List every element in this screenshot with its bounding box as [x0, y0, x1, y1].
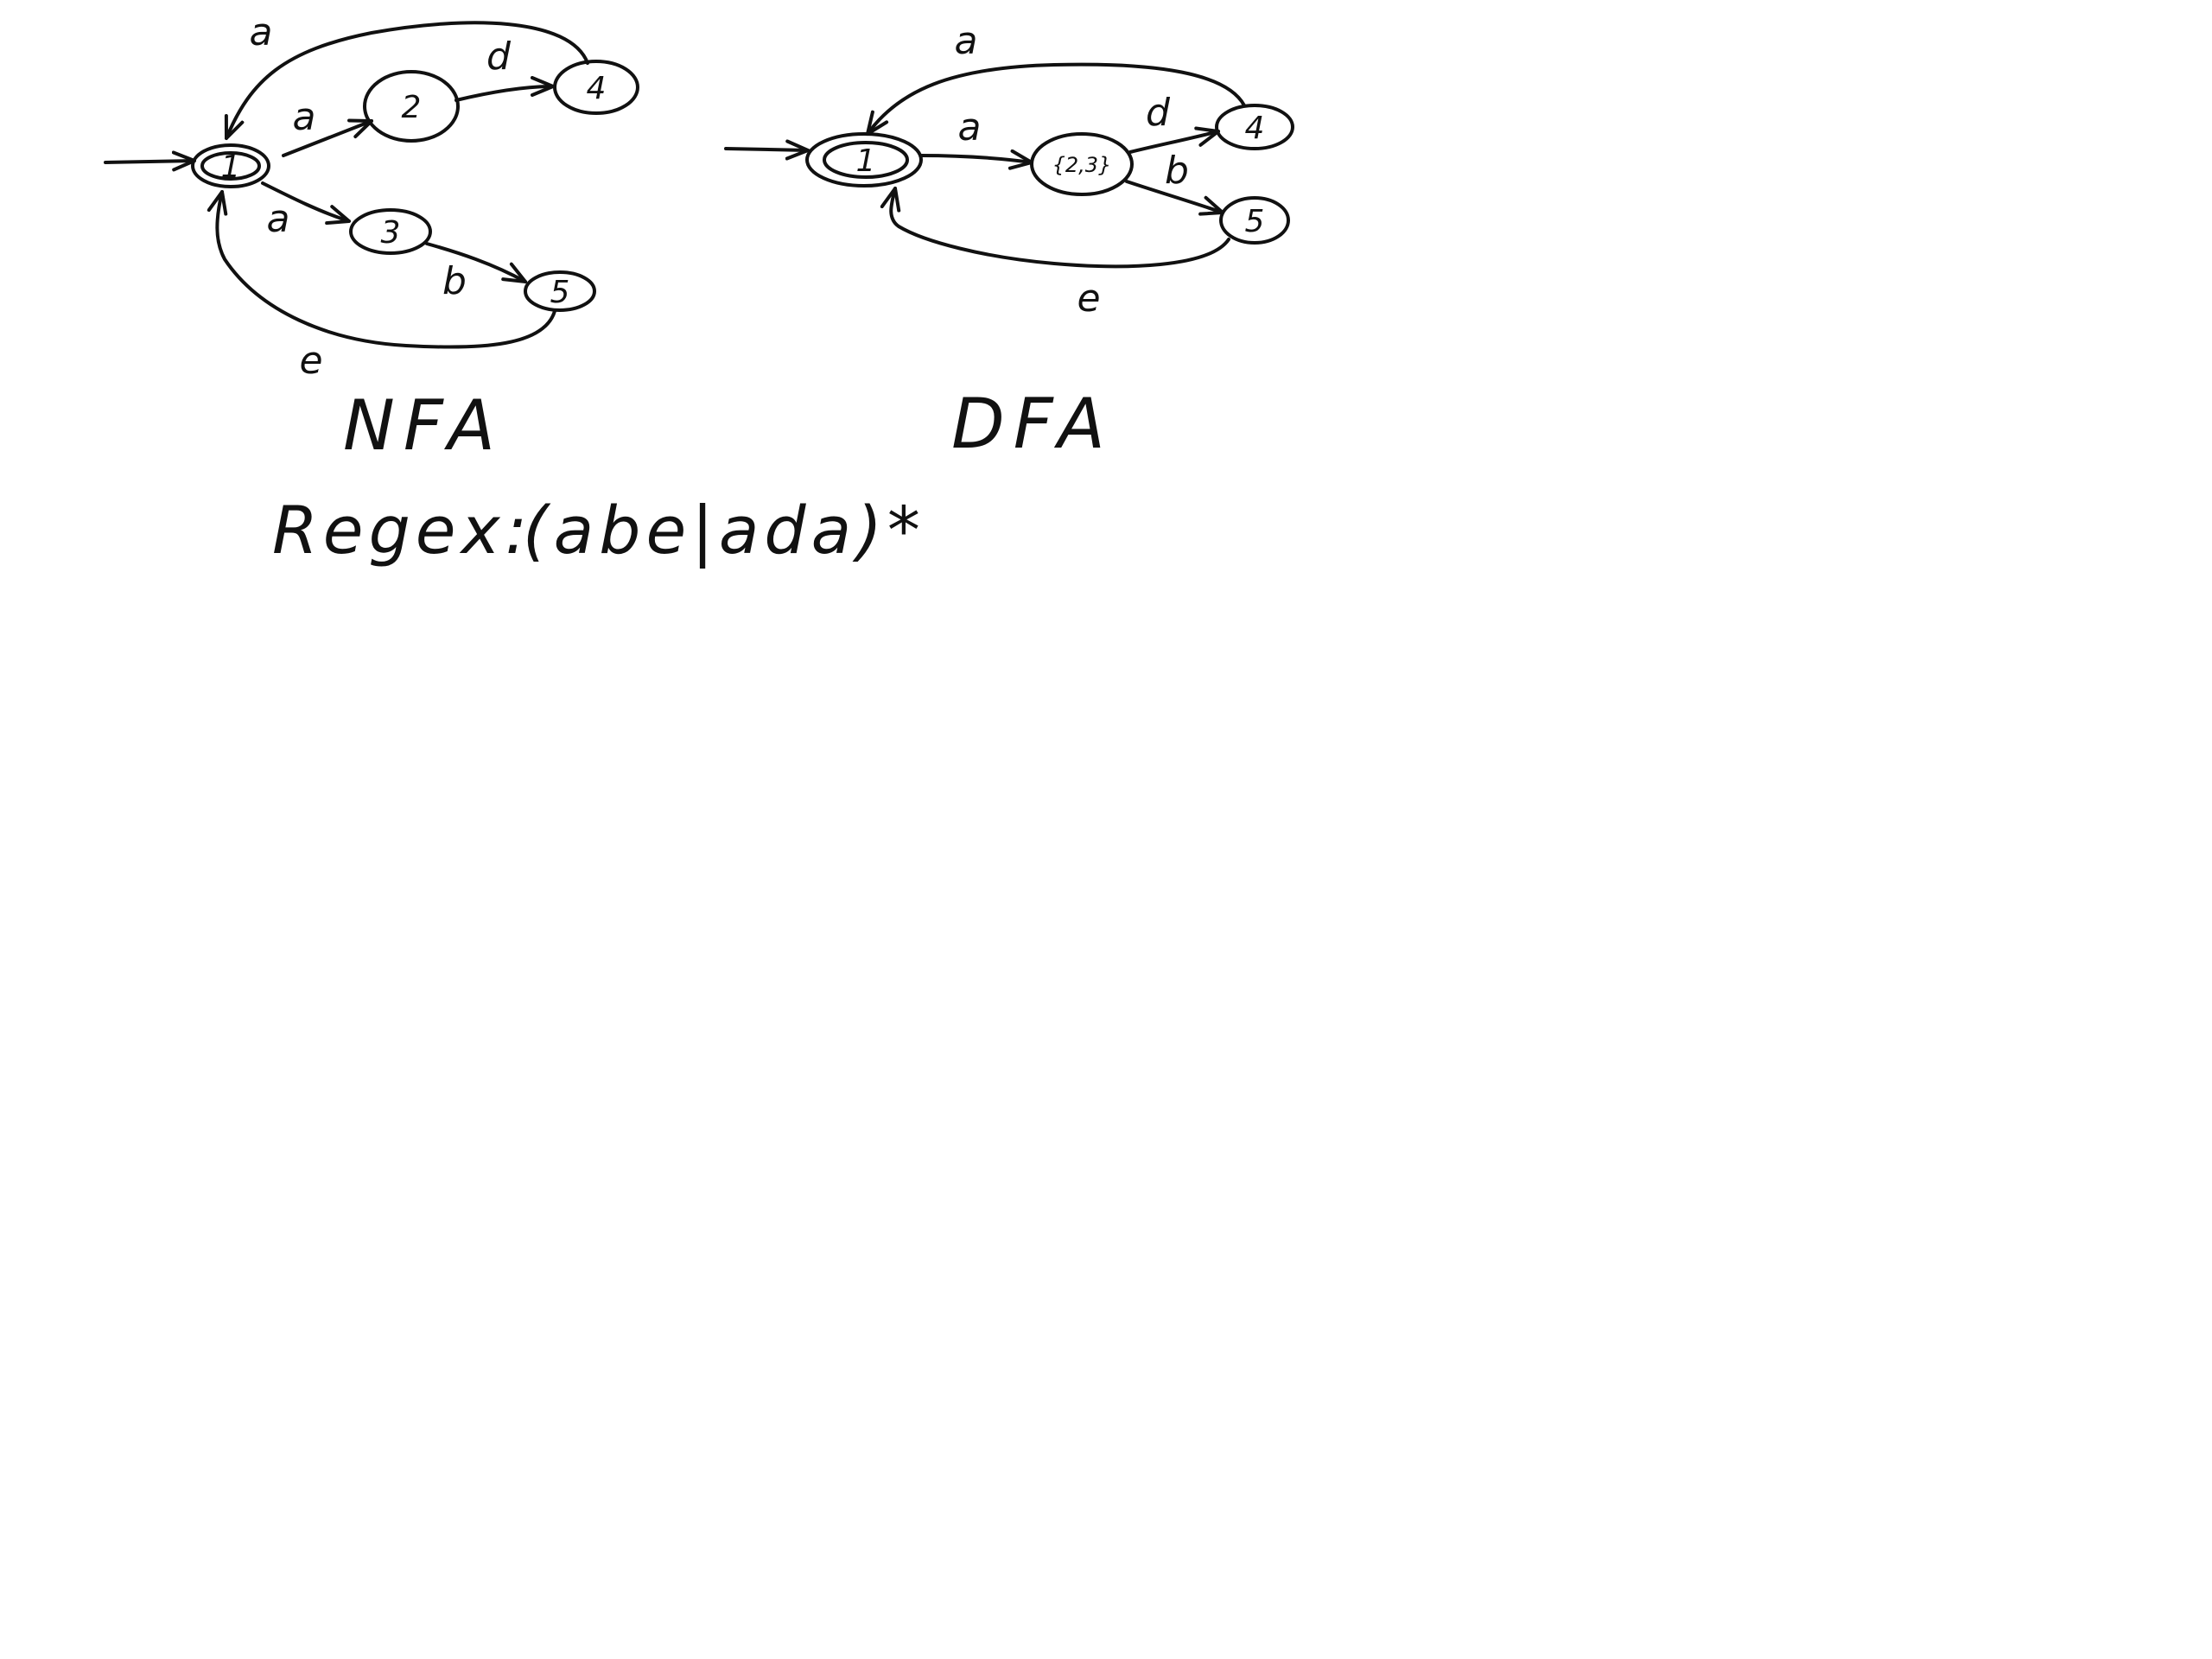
dfa-state-2-3-label: {2,3} [1052, 153, 1112, 177]
nfa-edge-4-1-label: a [250, 10, 273, 54]
nfa-edge-5-1-label: e [299, 339, 322, 383]
dfa-state-1-label: 1 [856, 143, 876, 179]
dfa-diagram: 1 {2,3} 4 5 a d b a e DFA [724, 19, 1294, 464]
nfa-edge-4-1 [224, 21, 589, 140]
nfa-edge-5-1 [207, 190, 556, 349]
nfa-state-4-label: 4 [587, 71, 607, 106]
dfa-edge-1-23-label: a [958, 105, 982, 149]
nfa-state-1-label: 1 [221, 149, 241, 185]
dfa-state-2-3: {2,3} [1030, 132, 1134, 196]
nfa-state-3: 3 [349, 208, 432, 255]
nfa-edge-1-2-label: a [293, 95, 316, 139]
nfa-edge-2-4 [454, 76, 555, 102]
dfa-edge-23-4 [1128, 126, 1220, 154]
regex-label: Regex: [272, 492, 532, 569]
nfa-diagram: 1 2 4 3 5 a d a a b [104, 10, 639, 466]
nfa-start-arrow [104, 150, 196, 172]
nfa-edge-1-3 [261, 181, 351, 226]
nfa-state-3-label: 3 [381, 215, 401, 251]
nfa-caption: NFA [343, 385, 504, 466]
nfa-state-2-label: 2 [402, 90, 422, 125]
dfa-caption: DFA [951, 384, 1114, 464]
dfa-edge-23-5-label: b [1165, 149, 1189, 193]
nfa-state-1: 1 [191, 143, 270, 188]
nfa-edge-3-5 [425, 242, 527, 283]
dfa-edge-23-5 [1125, 180, 1224, 216]
nfa-state-2: 2 [363, 70, 460, 143]
dfa-state-5-label: 5 [1245, 204, 1265, 239]
dfa-edge-4-1-label: a [955, 19, 978, 63]
nfa-state-5-label: 5 [550, 275, 570, 310]
nfa-state-4: 4 [553, 60, 639, 115]
dfa-edge-4-1 [866, 62, 1246, 136]
nfa-edge-2-4-label: d [486, 35, 512, 79]
dfa-start-arrow [724, 139, 810, 161]
regex-line: Regex: (abe|ada)* [272, 492, 925, 569]
dfa-state-4-label: 4 [1245, 111, 1265, 146]
regex-expression: (abe|ada)* [523, 492, 925, 569]
dfa-state-1: 1 [805, 132, 923, 188]
dfa-edge-23-4-label: d [1146, 91, 1171, 135]
dfa-edge-5-1-label: e [1077, 276, 1100, 321]
nfa-edge-1-3-label: a [267, 197, 290, 241]
dfa-state-5: 5 [1219, 196, 1290, 245]
dfa-state-4: 4 [1215, 104, 1294, 150]
dfa-edge-1-23 [919, 149, 1033, 170]
dfa-edge-5-1 [880, 187, 1230, 269]
nfa-edge-3-5-label: b [442, 259, 467, 303]
nfa-state-5: 5 [524, 270, 596, 312]
nfa-edge-1-2 [282, 118, 373, 157]
